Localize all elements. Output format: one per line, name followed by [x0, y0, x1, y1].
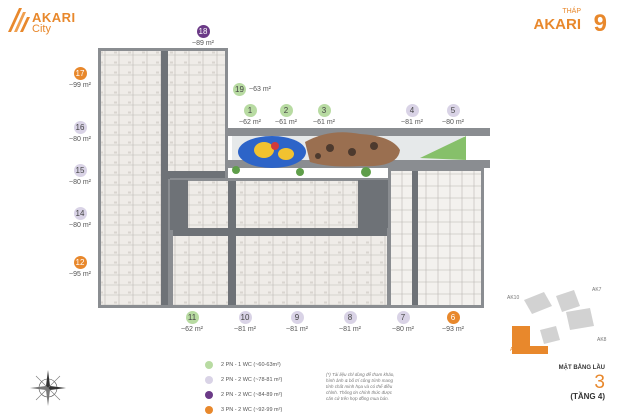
brand-name: AKARI — [32, 10, 76, 25]
legend-text: 2 PN - 2 WC (~84-89 m²) — [221, 391, 283, 398]
unit-2[interactable]: 2 ~61 m² — [266, 104, 306, 126]
floor-title: MẶT BẰNG LẦU 3 (TẦNG 4) — [535, 365, 605, 401]
unit-type-legend: 2 PN - 1 WC (~60-63m²) 2 PN - 2 WC (~78-… — [205, 358, 325, 418]
legend-item: 3 PN - 2 WC (~92-99 m²) — [205, 403, 325, 416]
right-wing — [388, 168, 484, 308]
unit-6-area: ~93 m² — [442, 326, 464, 333]
legend-swatch — [205, 375, 213, 384]
unit-5[interactable]: 5 ~80 m² — [433, 104, 473, 126]
akari-city-logo: AKARI City — [8, 8, 75, 36]
legend-swatch — [205, 390, 213, 399]
unit-15-area: ~80 m² — [69, 179, 91, 186]
unit-7[interactable]: 7 ~80 m² — [383, 311, 423, 333]
key-label-ak7: AK7 — [592, 287, 602, 293]
garden — [420, 136, 466, 160]
unit-5-area: ~80 m² — [442, 119, 464, 126]
unit-14[interactable]: 14 ~80 m² — [60, 207, 100, 229]
unit-14-area: ~80 m² — [69, 222, 91, 229]
unit-6-badge: 6 — [446, 311, 460, 324]
unit-7-area: ~80 m² — [392, 326, 414, 333]
unit-12-badge: 12 — [73, 256, 87, 269]
unit-8-area: ~81 m² — [339, 326, 361, 333]
unit-10[interactable]: 10 ~81 m² — [225, 311, 265, 333]
brand-sub: City — [32, 23, 51, 35]
tower-number: 9 — [593, 10, 607, 37]
unit-17-area: ~99 m² — [69, 82, 91, 89]
courtyard — [232, 132, 466, 177]
unit-8[interactable]: 8 ~81 m² — [330, 311, 370, 333]
unit-7-badge: 7 — [396, 311, 410, 324]
unit-19-badge: 19 — [233, 83, 246, 97]
key-plan — [512, 290, 594, 354]
unit-4[interactable]: 4 ~81 m² — [392, 104, 432, 126]
tower-name: AKARI — [533, 16, 582, 33]
unit-18[interactable]: 18 ~89 m² — [183, 25, 223, 47]
legend-swatch — [205, 360, 213, 369]
unit-11-area: ~62 m² — [181, 326, 203, 333]
logo-mark-icon — [8, 8, 30, 32]
core — [170, 180, 388, 230]
unit-2-badge: 2 — [279, 104, 293, 117]
legend-text: 3 PN - 2 WC (~92-99 m²) — [221, 406, 283, 413]
unit-14-badge: 14 — [73, 207, 87, 220]
unit-5-badge: 5 — [446, 104, 460, 117]
unit-4-badge: 4 — [405, 104, 419, 117]
unit-4-area: ~81 m² — [401, 119, 423, 126]
unit-16[interactable]: 16 ~80 m² — [60, 121, 100, 143]
legend-item: 2 PN - 2 WC (~84-89 m²) — [205, 388, 325, 401]
legend-swatch — [205, 405, 213, 414]
key-label-ak10: AK10 — [507, 295, 520, 301]
legend-item: 2 PN - 2 WC (~78-81 m²) — [205, 373, 325, 386]
floor-heading: MẶT BẰNG LẦU — [558, 365, 605, 371]
unit-18-area: ~89 m² — [192, 40, 214, 47]
unit-3-badge: 3 — [317, 104, 331, 117]
unit-11[interactable]: 11 ~62 m² — [172, 311, 212, 333]
unit-3-area: ~61 m² — [313, 119, 335, 126]
unit-16-area: ~80 m² — [69, 136, 91, 143]
unit-3[interactable]: 3 ~61 m² — [304, 104, 344, 126]
unit-8-badge: 8 — [343, 311, 357, 324]
unit-19-area: ~63 m² — [249, 86, 271, 94]
unit-2-area: ~61 m² — [275, 119, 297, 126]
unit-15-badge: 15 — [73, 164, 87, 177]
tower-prefix: THÁP — [562, 8, 581, 15]
compass-icon — [30, 370, 66, 406]
unit-17-badge: 17 — [73, 67, 87, 80]
unit-1[interactable]: 1 ~62 m² — [230, 104, 270, 126]
disclaimer-note: (*) Tài liệu chỉ dùng để tham khảo, hình… — [326, 372, 395, 401]
unit-10-area: ~81 m² — [234, 326, 256, 333]
key-label-ak9: AK9 — [510, 347, 520, 353]
legend-text: 2 PN - 2 WC (~78-81 m²) — [221, 376, 283, 383]
key-plan-labels: AK10 AK7 AK8 AK9 — [505, 285, 615, 360]
legend-item: 2 PN - 1 WC (~60-63m²) — [205, 358, 325, 371]
unit-15[interactable]: 15 ~80 m² — [60, 164, 100, 186]
unit-1-area: ~62 m² — [239, 119, 261, 126]
unit-12[interactable]: 12 ~95 m² — [60, 256, 100, 278]
unit-17[interactable]: 17 ~99 m² — [60, 67, 100, 89]
key-label-ak8: AK8 — [597, 337, 607, 343]
tower-title: THÁP AKARI 9 — [517, 6, 608, 40]
floor-subtitle: (TẦNG 4) — [570, 392, 605, 401]
floor-number: 3 — [594, 372, 605, 393]
unit-10-badge: 10 — [238, 311, 252, 324]
legend-text: 2 PN - 1 WC (~60-63m²) — [221, 361, 281, 368]
unit-1-badge: 1 — [243, 104, 257, 117]
unit-9[interactable]: 9 ~81 m² — [277, 311, 317, 333]
unit-12-area: ~95 m² — [69, 271, 91, 278]
unit-18-badge: 18 — [196, 25, 210, 38]
unit-16-badge: 16 — [73, 121, 87, 134]
unit-9-area: ~81 m² — [286, 326, 308, 333]
unit-11-badge: 11 — [185, 311, 199, 324]
bottom-wing — [170, 178, 390, 308]
unit-19[interactable]: 19~63 m² — [233, 81, 293, 99]
unit-6[interactable]: 6 ~93 m² — [433, 311, 473, 333]
unit-9-badge: 9 — [290, 311, 304, 324]
